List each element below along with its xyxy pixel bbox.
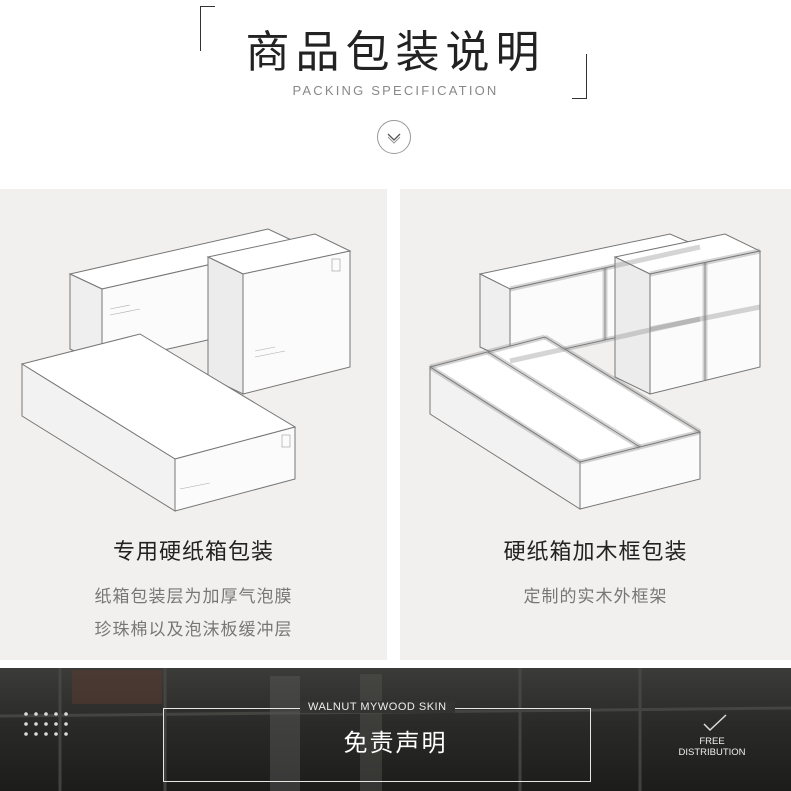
panel-description-line: 定制的实木外框架: [523, 587, 668, 607]
panel-description-line: 纸箱包装层为加厚气泡膜: [94, 587, 293, 607]
banner-top-label: WALNUT MYWOOD SKIN: [300, 701, 455, 713]
banner-right-label-line: FREE: [699, 736, 725, 747]
disclaimer-banner: WALNUT MYWOOD SKIN 免责声明 FREE DISTRIBUTIO…: [0, 668, 791, 791]
grid-dots-icon: [24, 712, 68, 736]
bracket-bottom-right: [572, 54, 587, 99]
banner-right-label: FREE DISTRIBUTION: [672, 736, 752, 758]
panel-title: 硬纸箱加木框包装: [503, 540, 688, 565]
bracket-top-left: [200, 6, 215, 51]
wood-crate-illustration: [428, 233, 762, 510]
panel-description-line: 珍珠棉以及泡沫板缓冲层: [94, 620, 293, 640]
panel-title: 专用硬纸箱包装: [112, 540, 274, 565]
panel-wood-frame-packing: 硬纸箱加木框包装 定制的实木外框架: [400, 189, 791, 660]
banner-main-label: 免责声明: [343, 729, 448, 757]
page-subtitle: PACKING SPECIFICATION: [292, 83, 499, 98]
banner-right-label-line: DISTRIBUTION: [678, 747, 746, 758]
check-icon: [703, 714, 727, 732]
panel-cardboard-packing: 专用硬纸箱包装 纸箱包装层为加厚气泡膜 珍珠棉以及泡沫板缓冲层: [0, 189, 387, 660]
cardboard-boxes-illustration: [20, 228, 352, 512]
page-title: 商品包装说明: [245, 27, 546, 78]
chevron-down-icon: [377, 120, 411, 154]
